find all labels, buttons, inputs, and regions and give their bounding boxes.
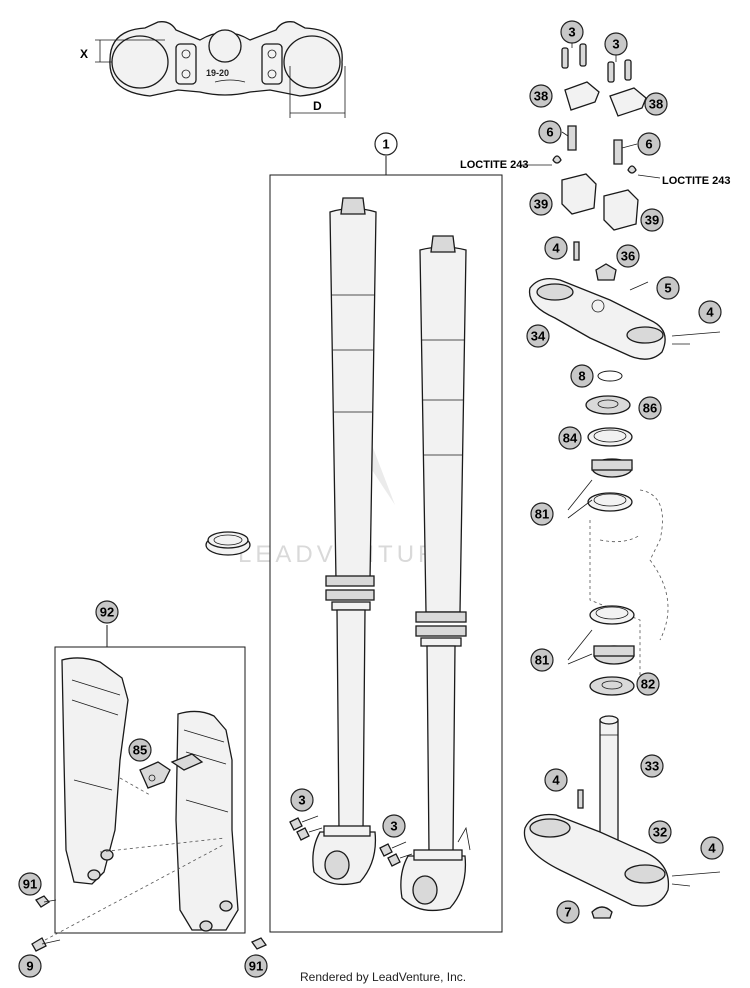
clamp-screws-left <box>289 815 323 841</box>
callout-6-right: 6 <box>637 132 661 156</box>
svg-text:5: 5 <box>664 281 671 296</box>
svg-text:9: 9 <box>26 959 33 974</box>
svg-text:3: 3 <box>390 819 397 834</box>
svg-text:8: 8 <box>578 369 585 384</box>
svg-text:4: 4 <box>552 773 560 788</box>
callout-3-top-right: 3 <box>604 32 628 56</box>
lower-triple-clamp <box>523 715 721 919</box>
svg-text:81: 81 <box>535 507 549 522</box>
handlebar-clamp-upper <box>564 81 647 117</box>
svg-text:4: 4 <box>706 305 714 320</box>
callout-39-right: 39 <box>640 208 664 232</box>
clamp-bolts-top <box>561 43 632 83</box>
svg-text:33: 33 <box>645 759 659 774</box>
svg-text:91: 91 <box>249 959 263 974</box>
callout-4-lower-side: 4 <box>700 836 724 860</box>
svg-text:32: 32 <box>653 825 667 840</box>
callout-4-upper-stem: 4 <box>544 236 568 260</box>
callout-91-right: 91 <box>244 954 268 978</box>
triple-clamp-top-view: 19-20 X D <box>80 21 346 118</box>
svg-text:4: 4 <box>552 241 560 256</box>
callout-36: 36 <box>616 244 640 268</box>
callout-85: 85 <box>128 738 152 762</box>
svg-text:81: 81 <box>535 653 549 668</box>
clamp-bolts-6 <box>552 125 637 174</box>
clamp-screws-right <box>379 841 413 867</box>
guard-screws <box>31 777 267 952</box>
svg-text:4: 4 <box>708 841 716 856</box>
svg-text:84: 84 <box>563 431 578 446</box>
dimension-d-label: D <box>313 99 322 113</box>
callout-8: 8 <box>570 364 594 388</box>
callout-81-lower: 81 <box>530 648 554 672</box>
svg-text:3: 3 <box>298 793 305 808</box>
svg-text:7: 7 <box>564 905 571 920</box>
handlebar-clamp-lower <box>561 173 639 231</box>
callout-34: 34 <box>526 324 550 348</box>
callout-91-left: 91 <box>18 872 42 896</box>
svg-text:86: 86 <box>643 401 657 416</box>
guard-bracket <box>139 761 171 789</box>
callout-6-left: 6 <box>538 120 562 144</box>
clamp-marking: 19-20 <box>206 68 229 78</box>
svg-text:91: 91 <box>23 877 37 892</box>
callout-32: 32 <box>648 820 672 844</box>
callout-4-upper-side: 4 <box>698 300 722 324</box>
callout-86: 86 <box>638 396 662 420</box>
right-fork-leg <box>400 235 471 912</box>
svg-text:39: 39 <box>645 213 659 228</box>
svg-text:34: 34 <box>531 329 546 344</box>
bearing-stack-upper <box>585 370 633 512</box>
svg-text:3: 3 <box>568 25 575 40</box>
svg-text:6: 6 <box>546 125 553 140</box>
callout-3-top-left: 3 <box>560 20 584 44</box>
frame-head-outline <box>589 489 669 680</box>
callout-92: 92 <box>95 600 119 624</box>
callout-82: 82 <box>636 672 660 696</box>
leader-lines <box>520 40 661 665</box>
svg-text:3: 3 <box>612 37 619 52</box>
callout-39-left: 39 <box>529 192 553 216</box>
callout-81-upper: 81 <box>530 502 554 526</box>
callout-38-left: 38 <box>529 84 553 108</box>
callout-4-lower-stem: 4 <box>544 768 568 792</box>
footer-credit: Rendered by LeadVenture, Inc. <box>300 970 466 984</box>
callout-3-fork-right: 3 <box>382 814 406 838</box>
callout-5: 5 <box>656 276 680 300</box>
loctite-label-left: LOCTITE 243 <box>460 159 528 171</box>
upper-triple-clamp <box>528 241 721 360</box>
left-fork-guard <box>61 657 129 885</box>
callout-3-fork-left: 3 <box>290 788 314 812</box>
svg-text:85: 85 <box>133 743 147 758</box>
callout-7: 7 <box>556 900 580 924</box>
callout-84: 84 <box>558 426 582 450</box>
svg-text:38: 38 <box>534 89 548 104</box>
dimension-x-label: X <box>80 47 88 61</box>
bearing-stack-lower <box>589 605 635 696</box>
fork-guard-box <box>54 625 246 934</box>
loctite-label-right: LOCTITE 243 <box>662 175 730 187</box>
svg-text:92: 92 <box>100 605 114 620</box>
svg-text:1: 1 <box>382 137 389 152</box>
left-fork-leg <box>312 197 377 886</box>
callout-33: 33 <box>640 754 664 778</box>
right-fork-guard <box>170 710 239 932</box>
svg-text:82: 82 <box>641 677 655 692</box>
svg-text:39: 39 <box>534 197 548 212</box>
callout-1: 1 <box>374 132 398 156</box>
loose-seal-ring <box>205 531 251 556</box>
svg-text:38: 38 <box>649 97 663 112</box>
callout-38-right: 38 <box>644 92 668 116</box>
svg-text:36: 36 <box>621 249 635 264</box>
callout-9: 9 <box>18 954 42 978</box>
svg-text:6: 6 <box>645 137 652 152</box>
fork-assembly-box <box>269 156 503 933</box>
